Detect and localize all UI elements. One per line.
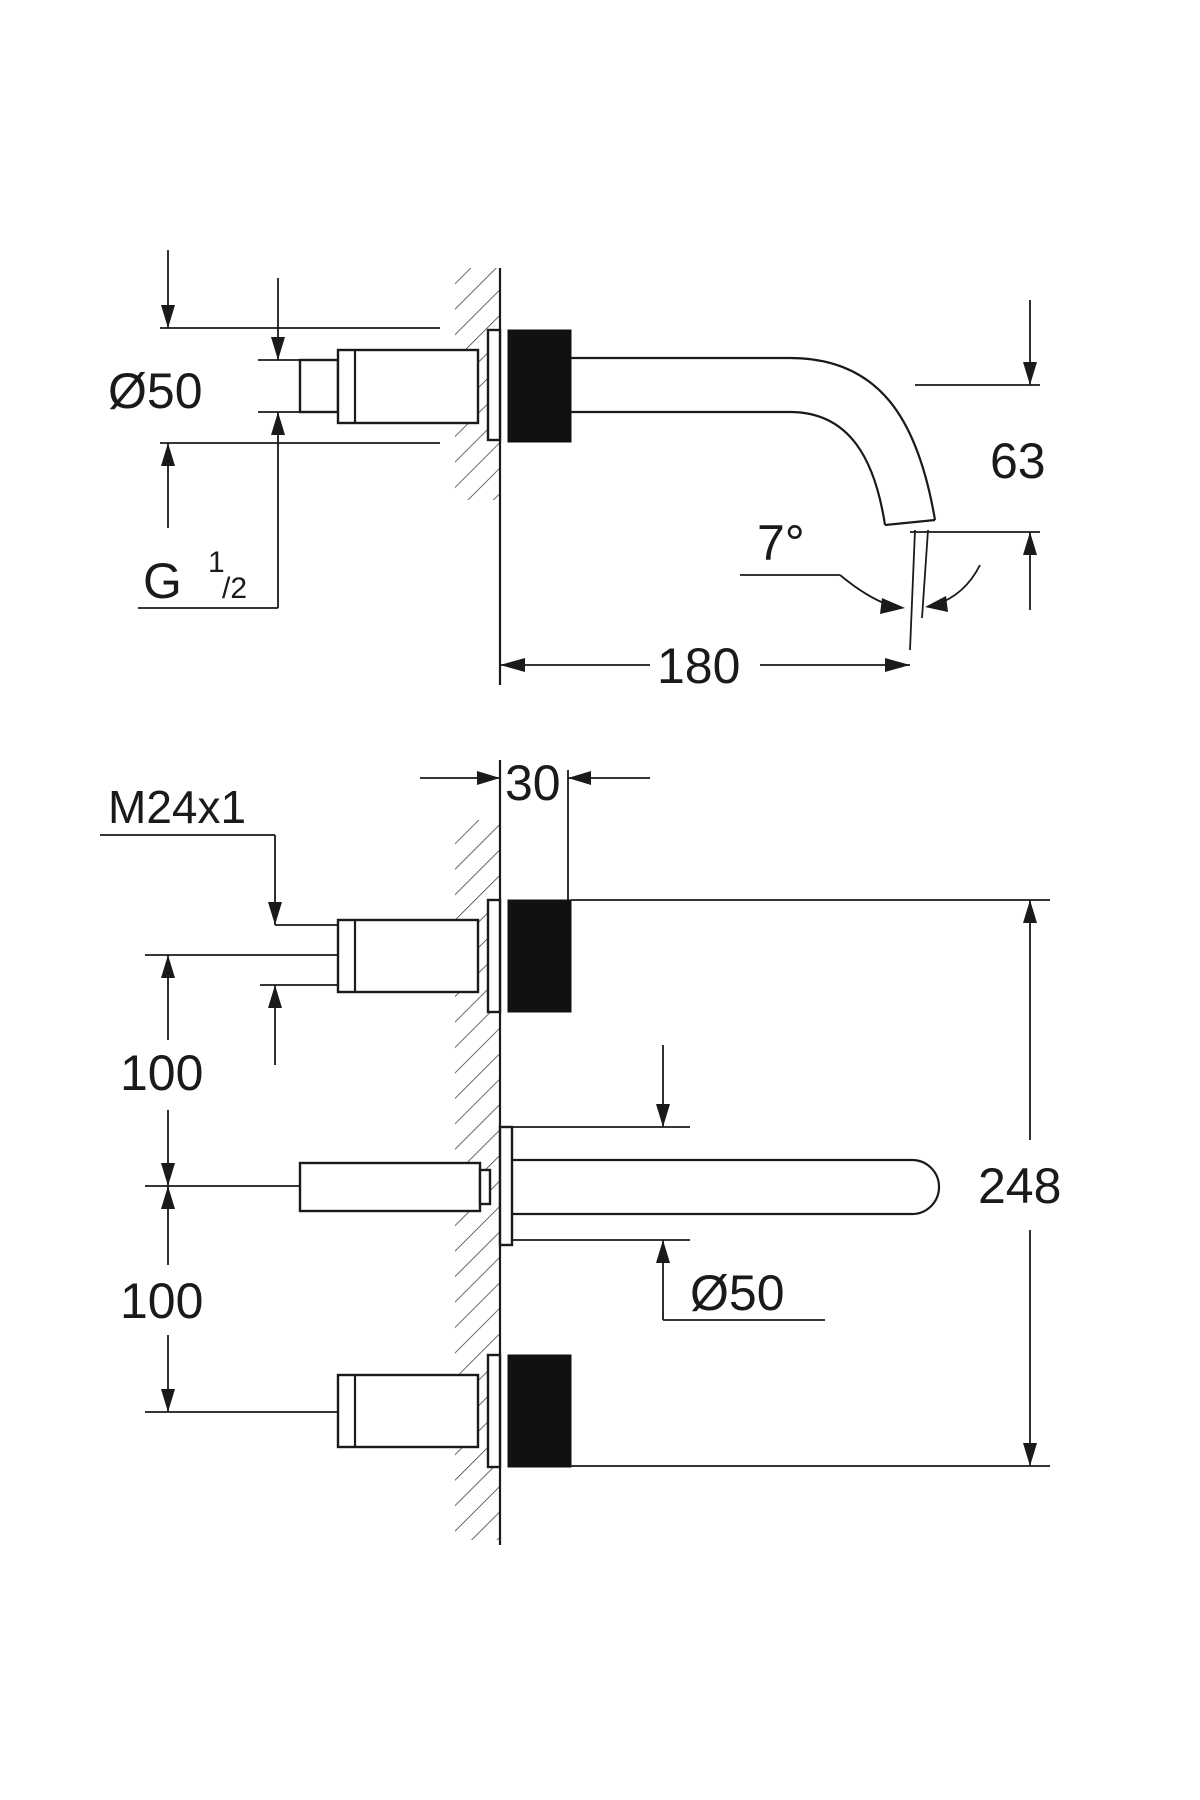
connector-block xyxy=(507,329,572,443)
svg-text:/2: /2 xyxy=(222,572,247,605)
side-diameter-label: Ø50 xyxy=(108,363,203,419)
spout-body xyxy=(298,1161,482,1213)
thread-size-label: M24x1 xyxy=(108,781,246,833)
upper-valve-body xyxy=(336,918,480,994)
spout-height-label: 63 xyxy=(990,433,1046,489)
side-thread-label: G 1 /2 xyxy=(143,546,247,609)
svg-text:G: G xyxy=(143,553,182,609)
lower-valve-body xyxy=(336,1373,480,1449)
side-view: Ø50 G 1 /2 63 7° xyxy=(108,250,1046,694)
spout-angle-label: 7° xyxy=(757,515,805,571)
valve-stub xyxy=(298,358,340,414)
spout-projection-label: 180 xyxy=(657,638,740,694)
valve-body xyxy=(336,348,480,425)
upper-connector-block xyxy=(507,899,572,1013)
spacing-lower-label: 100 xyxy=(120,1273,203,1329)
svg-text:1: 1 xyxy=(208,546,225,579)
lower-connector-block xyxy=(507,1354,572,1468)
top-view: 30 M24x1 100 xyxy=(100,755,1061,1545)
wall-offset-label: 30 xyxy=(505,755,561,811)
escutcheon-plate xyxy=(486,328,502,442)
spout-diameter-label: Ø50 xyxy=(690,1265,785,1321)
total-width-label: 248 xyxy=(978,1158,1061,1214)
spout-top xyxy=(512,1158,941,1216)
spacing-upper-label: 100 xyxy=(120,1045,203,1101)
spout xyxy=(571,356,937,521)
